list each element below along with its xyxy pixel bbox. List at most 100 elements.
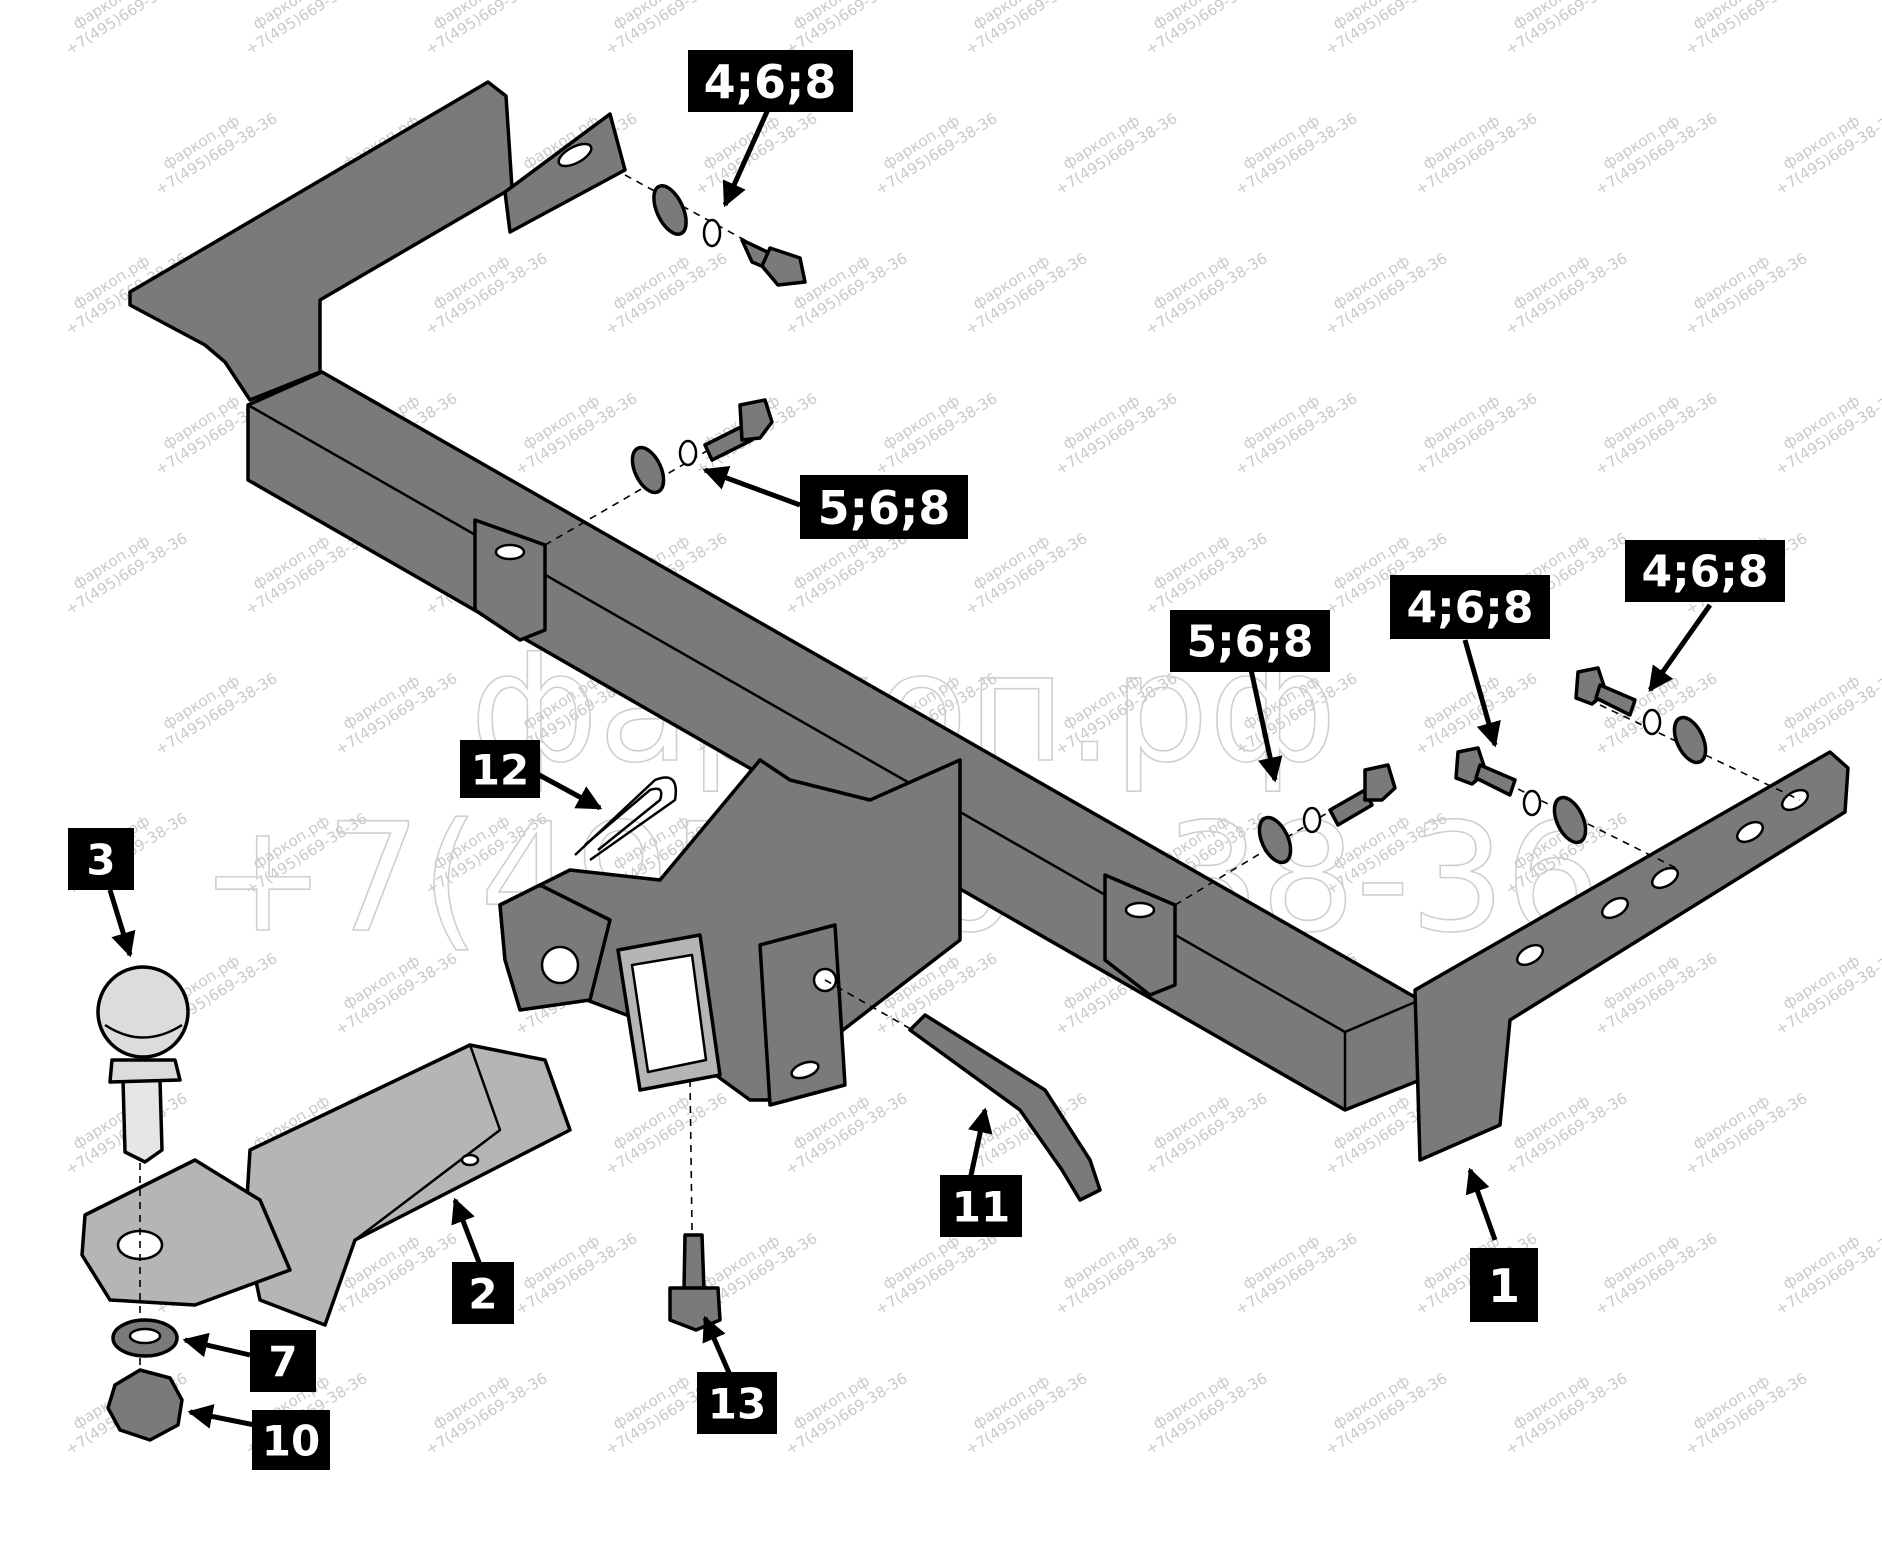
watermark-tile: фаркоп.рф+7(495)669-38-36 [62,529,190,618]
watermark-tile: фаркоп.рф+7(495)669-38-36 [62,0,190,59]
watermark-tile: фаркоп.рф+7(495)669-38-36 [1322,0,1450,59]
arrow-7 [182,1332,251,1358]
bolt-shank [1594,683,1637,717]
label-2: 2 [452,1262,514,1324]
washer-large [1257,815,1293,865]
fastener-right-a [1174,763,1397,906]
arrow-left-bolt [702,466,801,508]
watermark-tile: фаркоп.рф+7(495)669-38-36 [1772,1229,1882,1318]
watermark-tile: фаркоп.рф+7(495)669-38-36 [962,529,1090,618]
bolt-shank [682,1233,706,1292]
receiver-opening [630,953,708,1074]
watermark-tile: фаркоп.рф+7(495)669-38-36 [1142,1089,1270,1178]
watermark-tile: фаркоп.рф+7(495)669-38-36 [1232,109,1360,198]
label-11-text: 11 [952,1183,1010,1232]
label-12-text: 12 [471,746,529,795]
watermark-tile: фаркоп.рф+7(495)669-38-36 [512,389,640,478]
label-13: 13 [697,1372,777,1434]
watermark-tile: фаркоп.рф+7(495)669-38-36 [782,249,910,338]
arrow-11 [967,1107,993,1181]
arrow-10 [187,1404,256,1429]
clip-wire-inner [584,787,663,851]
watermark-tile: фаркоп.рф+7(495)669-38-36 [962,249,1090,338]
chain-loop-left [473,518,547,642]
watermark-tile: фаркоп.рф+7(495)669-38-36 [1682,0,1810,59]
fastener-right-c [1574,666,1801,801]
watermark-tile: фаркоп.рф+7(495)669-38-36 [962,1369,1090,1458]
left-bracket-plate [128,80,514,402]
label-12: 12 [460,740,540,798]
watermark-tile: фаркоп.рф+7(495)669-38-36 [1502,1089,1630,1178]
washer-large [630,445,666,495]
watermark-tile: фаркоп.рф+7(495)669-38-36 [332,669,460,758]
watermark-tile: фаркоп.рф+7(495)669-38-36 [962,0,1090,59]
watermark-tile: фаркоп.рф+7(495)669-38-36 [1232,1229,1360,1318]
washer-large [1552,795,1588,845]
left-bracket-slot [557,142,593,168]
arrow-right-bolt-a [1247,664,1283,783]
watermark-tile: фаркоп.рф+7(495)669-38-36 [1772,669,1882,758]
chain-loop-left-hole [494,543,526,561]
lock-washer [702,218,722,248]
watermark-tile: фаркоп.рф+7(495)669-38-36 [1232,389,1360,478]
label-right-bolt-a: 5;6;8 [1170,610,1330,672]
part-3-tow-ball [96,965,190,1420]
label-3: 3 [68,828,134,890]
right-bracket-slot-3 [1650,866,1680,890]
arrow-2 [451,1197,483,1266]
watermark-tile: фаркоп.рф+7(495)669-38-36 [1682,1369,1810,1458]
label-10: 10 [252,1410,330,1470]
left-bracket-flange [503,112,627,234]
watermark-tile: фаркоп.рф+7(495)669-38-36 [1772,109,1882,198]
watermark-tile: фаркоп.рф+7(495)669-38-36 [872,389,1000,478]
label-7-text: 7 [268,1338,297,1387]
right-bracket-plate [1413,750,1850,1162]
watermark-tile: фаркоп.рф+7(495)669-38-36 [422,1369,550,1458]
washer-large [1672,715,1708,765]
watermark-tile: фаркоп.рф+7(495)669-38-36 [1142,249,1270,338]
ball-mount-shank [243,1043,572,1327]
fastener-left [544,398,774,546]
part-7-washer-hole [128,1327,162,1345]
watermark-tile: фаркоп.рф+7(495)669-38-36 [422,0,550,59]
watermark-tile: фаркоп.рф+7(495)669-38-36 [602,0,730,59]
right-bracket-slot-4 [1600,896,1630,920]
label-top-bolt-text: 4;6;8 [704,55,837,109]
arrow-1 [1465,1167,1498,1241]
right-bracket-slot-5 [1515,943,1545,967]
arrow-13 [702,1315,733,1377]
tow-ball-sphere [96,965,190,1059]
watermark-tile: фаркоп.рф+7(495)669-38-36 [1412,389,1540,478]
arrow-12 [528,767,603,811]
arrow-right-bolt-c [1647,603,1713,693]
arrow-top-bolt [722,103,773,208]
watermark-tile: фаркоп.рф+7(495)669-38-36 [1682,249,1810,338]
lock-washer [1302,806,1322,834]
watermark-tile: фаркоп.рф+7(495)669-38-36 [152,669,280,758]
part-1-crossbar-frame [128,80,1850,1162]
bolt-head [738,398,774,442]
watermark-tile: фаркоп.рф+7(495)669-38-36 [1772,949,1882,1038]
watermark-tile: фаркоп.рф+7(495)669-38-36 [1322,1369,1450,1458]
watermark-tile: фаркоп.рф+7(495)669-38-36 [1412,109,1540,198]
label-left-bolt-text: 5;6;8 [818,481,951,535]
ball-mount-plate [80,1158,292,1307]
part-11-hitch-pin [824,979,1102,1202]
lock-washer [1522,789,1542,817]
chain-loop-right-hole [1124,901,1156,919]
right-bracket-slot-2 [1735,820,1765,844]
watermark-tile: фаркоп.рф+7(495)669-38-36 [152,109,280,198]
chain-loop-right [1103,873,1177,997]
watermark-tile: фаркоп.рф+7(495)669-38-36 [1142,0,1270,59]
watermark-tile: фаркоп.рф+7(495)669-38-36 [1592,389,1720,478]
part-12-retaining-clip [574,776,678,862]
label-right-bolt-b-text: 4;6;8 [1406,583,1533,634]
receiver-plate-slot [790,1060,820,1080]
watermark-tile: фаркоп.рф+7(495)669-38-36 [512,1229,640,1318]
label-right-bolt-c: 4;6;8 [1625,540,1785,602]
label-13-text: 13 [708,1380,766,1429]
watermark-tile: фаркоп.рф+7(495)669-38-36 [1772,389,1882,478]
label-top-bolt: 4;6;8 [688,50,853,112]
fastener-right-b [1454,746,1681,871]
watermark-tile: фаркоп.рф+7(495)669-38-36 [422,249,550,338]
